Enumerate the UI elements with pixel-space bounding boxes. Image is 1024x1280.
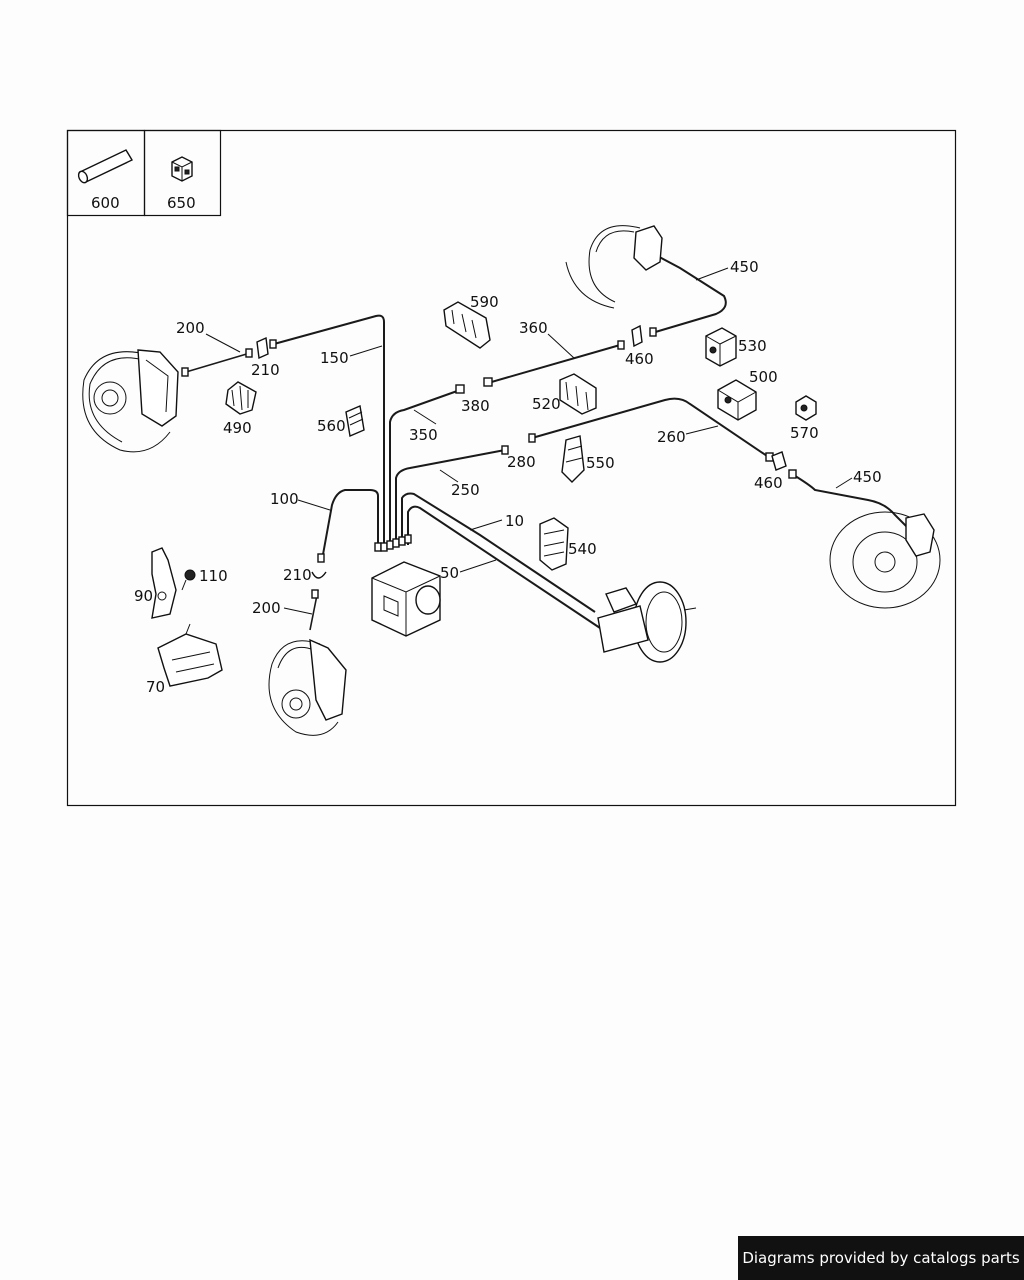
holder-520 <box>559 373 597 415</box>
label-460-lower: 460 <box>754 474 783 492</box>
label-540: 540 <box>568 540 597 558</box>
label-560: 560 <box>317 417 346 435</box>
bolt-110 <box>181 569 196 591</box>
label-360: 360 <box>519 319 548 337</box>
credit-banner: Diagrams provided by catalogs parts <box>738 1236 1024 1280</box>
master-cylinder-brake-booster <box>597 581 697 663</box>
bracket-90 <box>151 547 177 619</box>
label-210-top: 210 <box>251 361 280 379</box>
block-570 <box>795 395 817 421</box>
holder-550 <box>561 435 585 483</box>
label-150: 150 <box>320 349 349 367</box>
holder-540 <box>539 517 569 571</box>
sleeve-icon <box>77 149 133 184</box>
label-460-top: 460 <box>625 350 654 368</box>
label-530: 530 <box>738 337 767 355</box>
bracket-70 <box>157 623 223 687</box>
diagram-frame <box>66 129 957 807</box>
label-70: 70 <box>146 678 165 696</box>
clip-210-top <box>256 336 269 360</box>
pipe-fittings <box>181 327 797 599</box>
clip-210-bottom <box>311 571 327 579</box>
rear-right-brake-disc <box>829 511 941 609</box>
clip-560 <box>345 405 365 437</box>
label-10: 10 <box>505 512 524 530</box>
connector-block-icon <box>171 156 193 182</box>
label-250: 250 <box>451 481 480 499</box>
label-200-top: 200 <box>176 319 205 337</box>
label-450-lower: 450 <box>853 468 882 486</box>
label-490: 490 <box>223 419 252 437</box>
label-600: 600 <box>91 194 120 212</box>
part-labels: 600 650 200 210 150 590 360 460 450 530 … <box>91 194 882 696</box>
label-500: 500 <box>749 368 778 386</box>
clip-460-lower <box>771 451 787 471</box>
label-50: 50 <box>440 564 459 582</box>
label-550: 550 <box>586 454 615 472</box>
label-590: 590 <box>470 293 499 311</box>
label-520: 520 <box>532 395 561 413</box>
label-210-bottom: 210 <box>283 566 312 584</box>
front-left-brake-disc <box>82 349 179 453</box>
label-90: 90 <box>134 587 153 605</box>
block-500 <box>717 379 757 421</box>
block-530 <box>705 327 737 367</box>
label-260: 260 <box>657 428 686 446</box>
label-450-top: 450 <box>730 258 759 276</box>
legend-box-650 <box>143 129 222 217</box>
brake-pipes <box>181 251 913 631</box>
front-right-brake-disc <box>268 638 347 736</box>
leader-lines <box>205 267 853 615</box>
holder-590 <box>443 301 491 349</box>
label-200-bottom: 200 <box>252 599 281 617</box>
holder-490 <box>225 381 257 415</box>
clip-460-top <box>631 324 643 348</box>
rear-left-brake-disc <box>565 225 663 309</box>
label-280: 280 <box>507 453 536 471</box>
abs-hydraulic-unit <box>371 561 441 637</box>
label-110: 110 <box>199 567 228 585</box>
label-350: 350 <box>409 426 438 444</box>
label-100: 100 <box>270 490 299 508</box>
label-650: 650 <box>167 194 196 212</box>
label-570: 570 <box>790 424 819 442</box>
label-380: 380 <box>461 397 490 415</box>
legend-box-600 <box>66 129 146 217</box>
